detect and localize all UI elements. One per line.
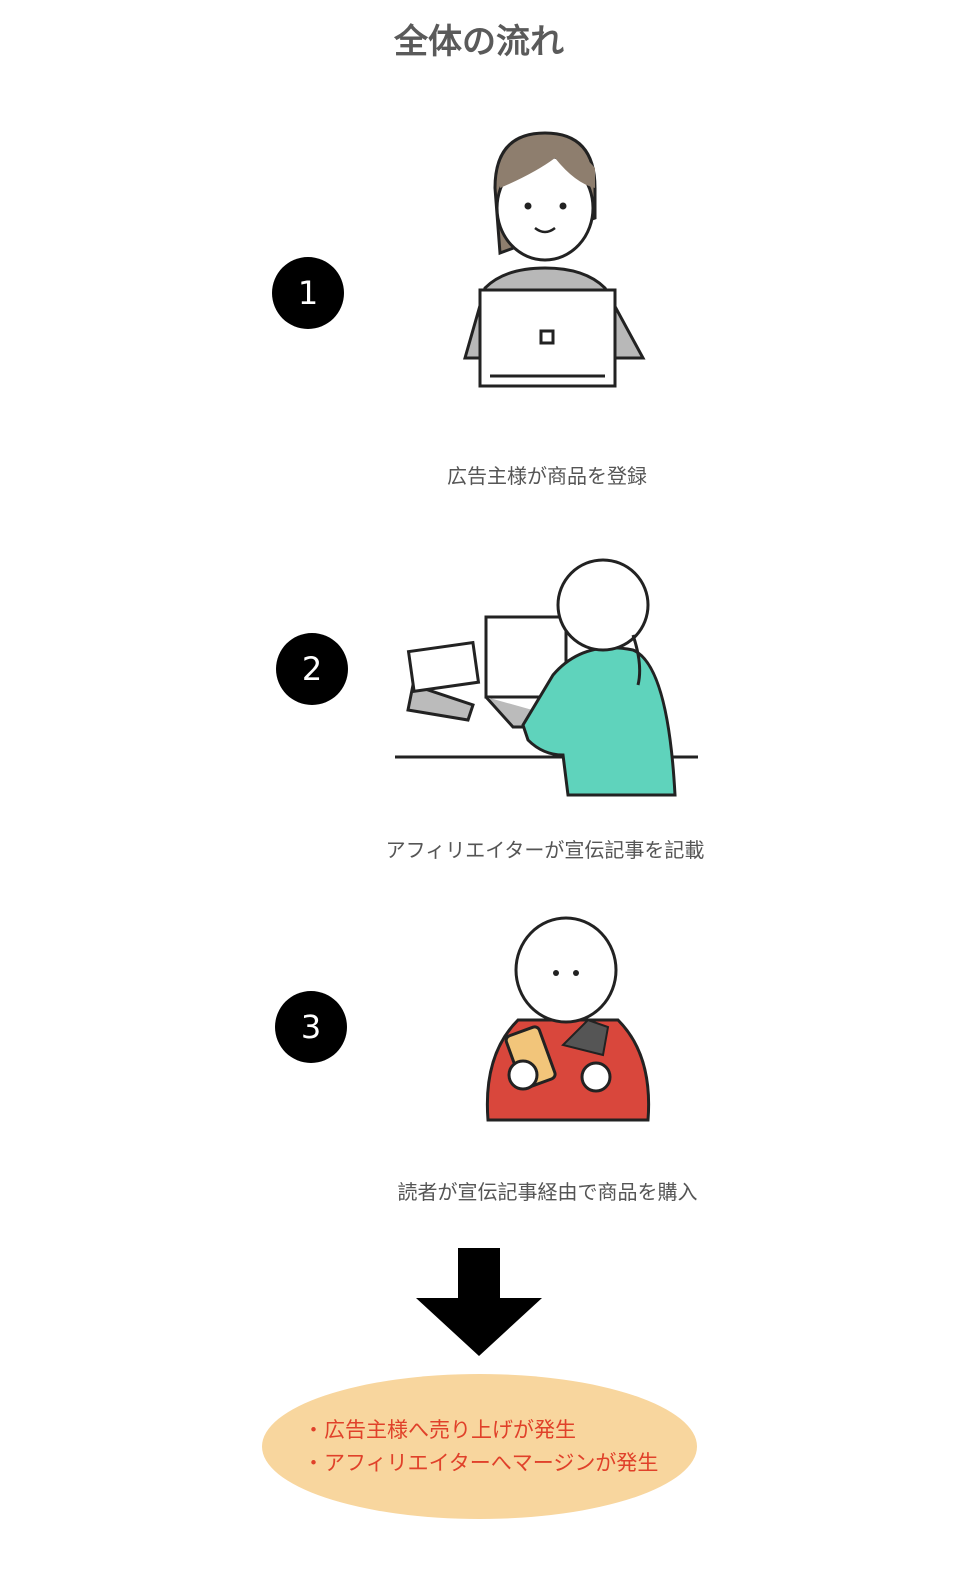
step-number-3: 3: [275, 991, 347, 1063]
step-number-1: 1: [272, 257, 344, 329]
result-line-1: ・広告主様へ売り上げが発生: [303, 1418, 576, 1442]
reader-purchase-illustration: [485, 916, 651, 1122]
result-oval: [262, 1374, 697, 1519]
advertiser-laptop-illustration: [463, 131, 646, 388]
step-caption-3: 読者が宣伝記事経由で商品を購入: [397, 1180, 698, 1204]
result-text: ・広告主様へ売り上げが発生 ・アフィリエイターへマージンが発生: [303, 1414, 658, 1480]
page-title: 全体の流れ: [394, 22, 564, 62]
affiliate-writing-illustration: [395, 558, 698, 797]
step-caption-2: アフィリエイターが宣伝記事を記載: [385, 838, 705, 862]
step-number-2: 2: [276, 633, 348, 705]
step-caption-1: 広告主様が商品を登録: [447, 464, 647, 488]
result-line-2: ・アフィリエイターへマージンが発生: [303, 1451, 659, 1475]
down-arrow-icon: [416, 1248, 542, 1356]
